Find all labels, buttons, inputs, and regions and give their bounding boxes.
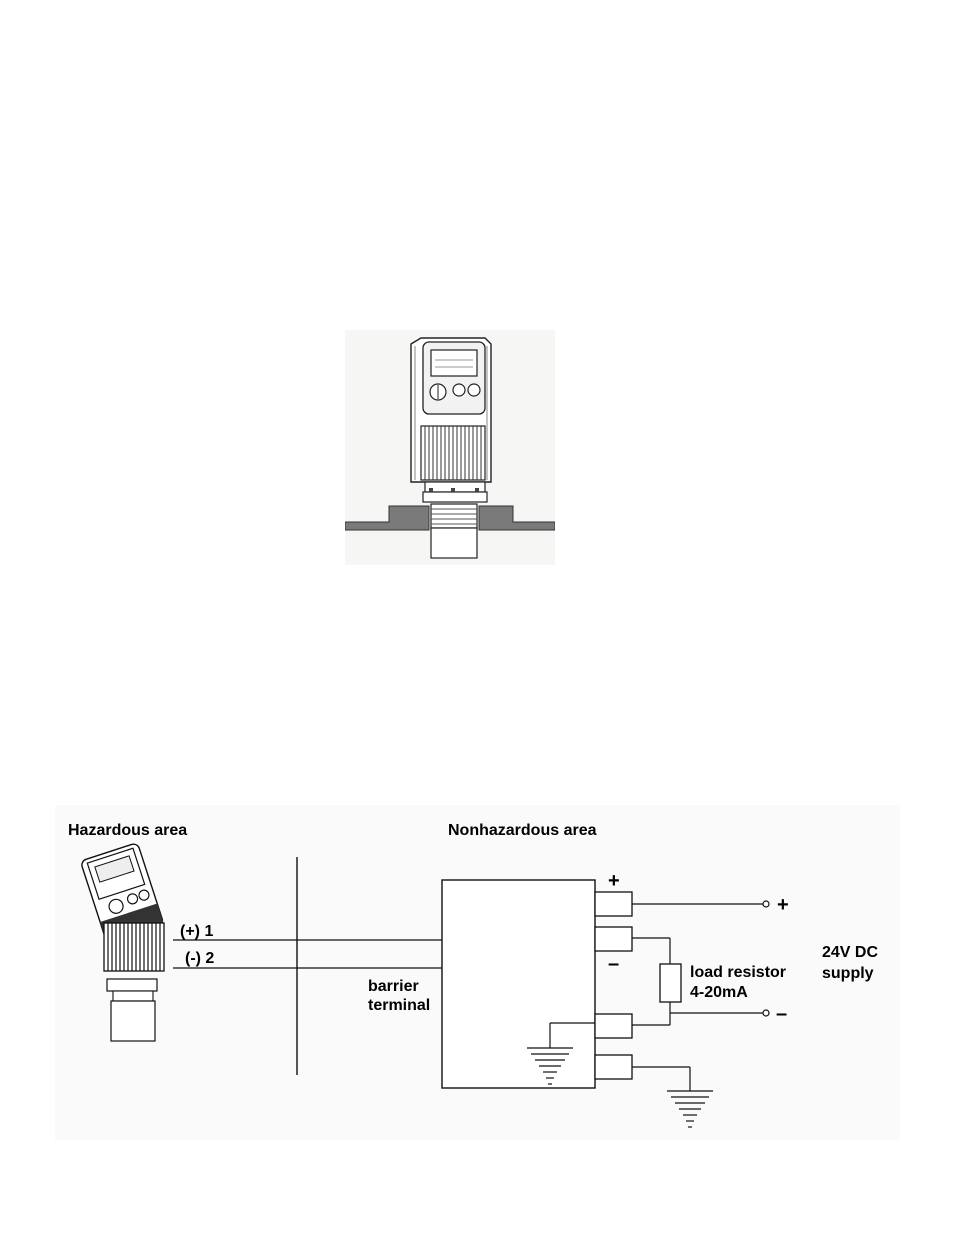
barrier-label-line1: barrier xyxy=(368,978,419,995)
barrier-terminal-ground-2 xyxy=(595,1055,632,1079)
supply-label-line1: 24V DC xyxy=(822,944,878,961)
wiring-diagram-drawing: Hazardous area Nonhazardous area xyxy=(55,805,900,1140)
terminal-1-label: (+) 1 xyxy=(180,923,213,940)
transmitter-mounting-figure xyxy=(345,330,555,565)
supply-label-line2: supply xyxy=(822,965,874,982)
hazardous-area-label: Hazardous area xyxy=(68,822,187,839)
barrier-minus-symbol: – xyxy=(608,953,619,975)
load-resistor-label-line2: 4-20mA xyxy=(690,984,748,1001)
supply-plus-symbol: + xyxy=(777,894,789,916)
wiring-diagram: Hazardous area Nonhazardous area xyxy=(55,805,900,1140)
supply-plus-node xyxy=(763,901,769,907)
transmitter-mounting-drawing xyxy=(345,330,555,565)
barrier-box xyxy=(442,880,595,1088)
supply-minus-node xyxy=(763,1010,769,1016)
barrier-plus-symbol: + xyxy=(608,870,620,892)
supply-minus-symbol: – xyxy=(776,1003,787,1025)
load-resistor-label-line1: load resistor xyxy=(690,964,786,981)
barrier-terminal-plus xyxy=(595,892,632,916)
barrier-label-line2: terminal xyxy=(368,997,430,1014)
nonhazardous-area-label: Nonhazardous area xyxy=(448,822,597,839)
terminal-2-label: (-) 2 xyxy=(185,950,214,967)
barrier-terminal-minus xyxy=(595,927,632,951)
load-resistor xyxy=(660,964,681,1002)
barrier-terminal-ground-1 xyxy=(595,1014,632,1038)
